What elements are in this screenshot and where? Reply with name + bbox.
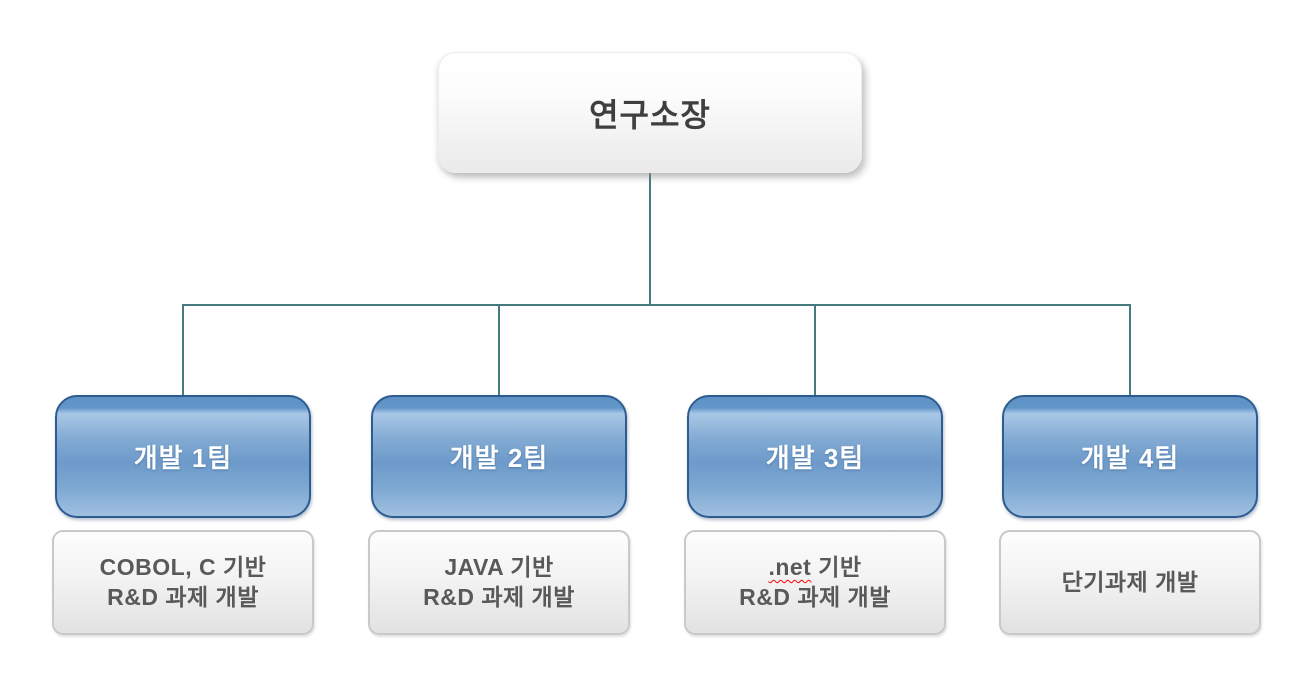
team-column-4: 개발 4팀 단기과제 개발 bbox=[999, 395, 1261, 635]
team-node-4-label: 개발 4팀 bbox=[1080, 443, 1180, 473]
team-node-4: 개발 4팀 bbox=[1002, 395, 1258, 518]
team-desc-3-line1-rest: 기반 bbox=[811, 554, 862, 581]
team-node-3: 개발 3팀 bbox=[687, 395, 943, 518]
root-node: 연구소장 bbox=[438, 52, 862, 173]
team-desc-4: 단기과제 개발 bbox=[999, 530, 1261, 635]
team-desc-1: COBOL, C 기반 R&D 과제 개발 bbox=[52, 530, 314, 635]
team-node-2-label: 개발 2팀 bbox=[449, 443, 549, 473]
team-desc-2: JAVA 기반 R&D 과제 개발 bbox=[368, 530, 630, 635]
team-desc-3-line2: R&D 과제 개발 bbox=[739, 583, 891, 610]
team-column-2: 개발 2팀 JAVA 기반 R&D 과제 개발 bbox=[368, 395, 630, 635]
team-desc-2-line1: JAVA 기반 bbox=[444, 554, 554, 581]
team-desc-3-line1: .net 기반 bbox=[768, 553, 861, 582]
team-column-3: 개발 3팀 .net 기반 R&D 과제 개발 bbox=[684, 395, 946, 635]
team-node-1-label: 개발 1팀 bbox=[133, 443, 233, 473]
root-node-label: 연구소장 bbox=[589, 96, 711, 133]
team-desc-4-line1: 단기과제 개발 bbox=[1061, 568, 1199, 595]
team-desc-1-line1: COBOL, C 기반 bbox=[99, 554, 267, 581]
team-node-1: 개발 1팀 bbox=[55, 395, 311, 518]
team-column-1: 개발 1팀 COBOL, C 기반 R&D 과제 개발 bbox=[52, 395, 314, 635]
team-node-3-label: 개발 3팀 bbox=[765, 443, 865, 473]
team-desc-2-line2: R&D 과제 개발 bbox=[423, 583, 575, 610]
team-desc-1-line2: R&D 과제 개발 bbox=[107, 583, 259, 610]
team-desc-3: .net 기반 R&D 과제 개발 bbox=[684, 530, 946, 635]
team-desc-3-misspelled-word: .net bbox=[768, 554, 812, 581]
team-node-2: 개발 2팀 bbox=[371, 395, 627, 518]
